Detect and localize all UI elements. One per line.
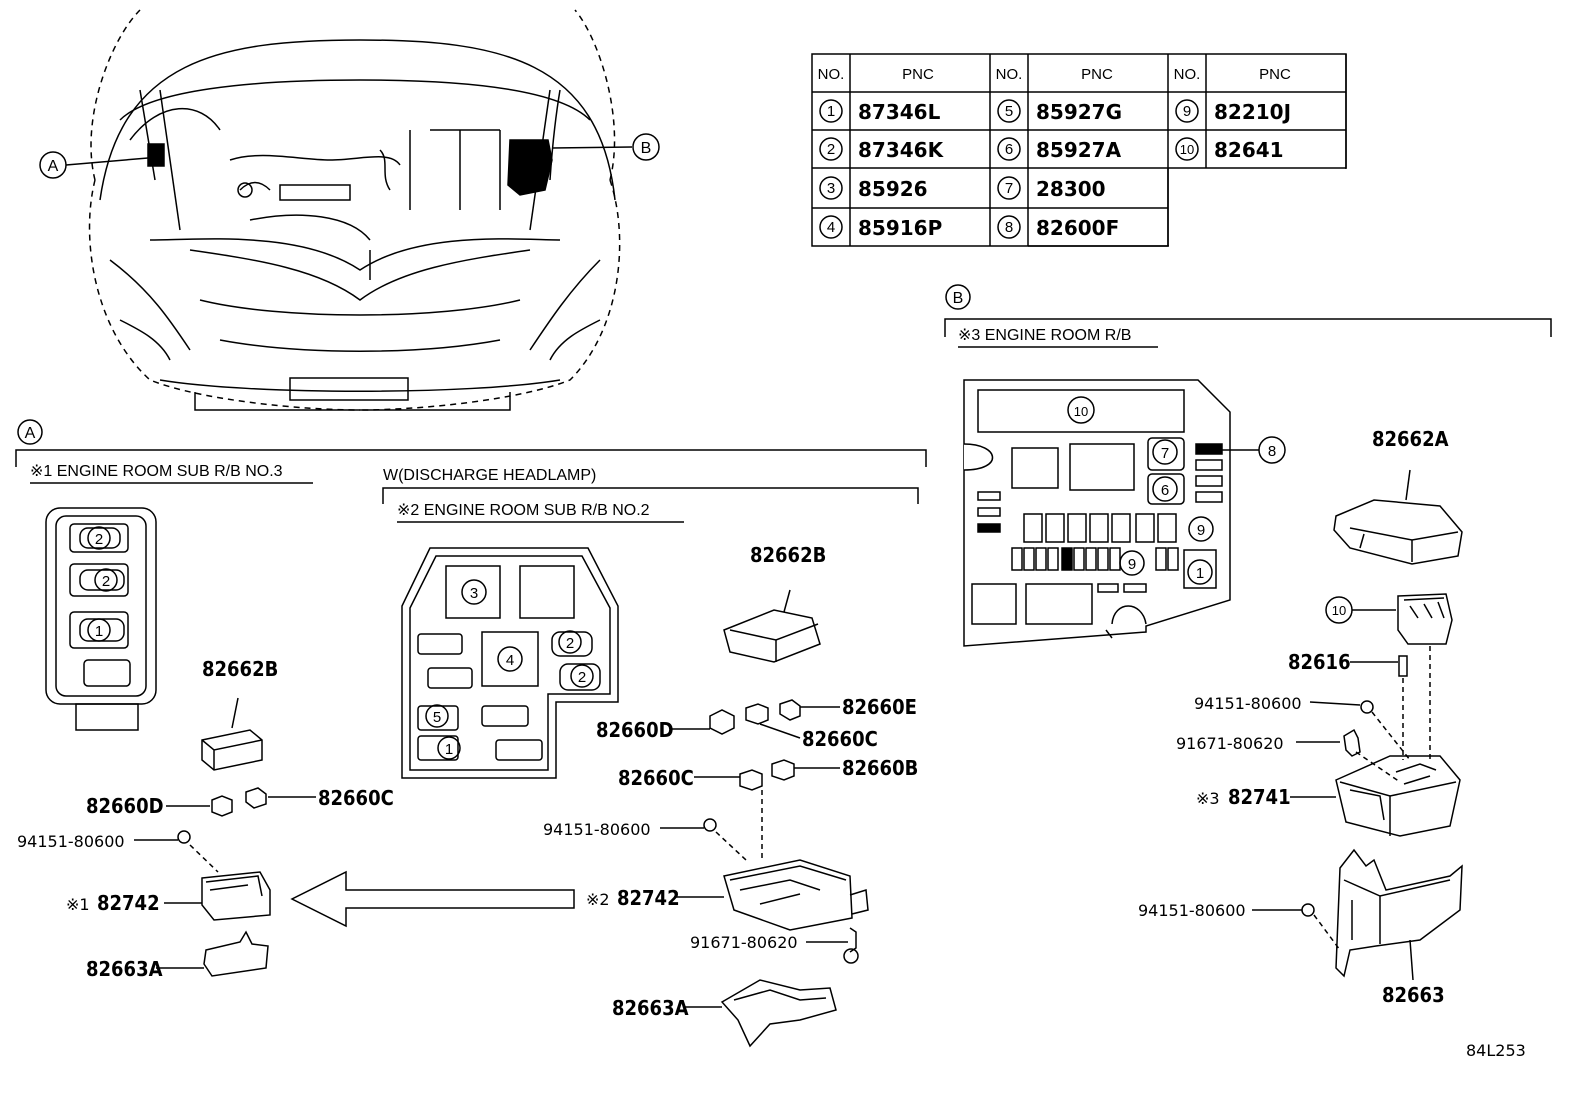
part-label-94151-80600: 94151-80600 (543, 820, 651, 839)
box-number: 9 (1128, 556, 1136, 573)
table-row-no: 3 (827, 180, 835, 197)
callout-b-label: B (641, 140, 652, 157)
part-label-82660b: 82660B (842, 756, 918, 780)
box-number: 1 (445, 741, 453, 758)
box-number: 2 (578, 669, 586, 686)
relay-block-b (507, 139, 553, 196)
part-label-82660d: 82660D (86, 794, 164, 818)
table-row-pnc: 87346L (858, 100, 941, 124)
section-title-sub-rb-no3: ※1 ENGINE ROOM SUB R/B NO.3 (30, 463, 283, 480)
section-title-engine-room-rb: ※3 ENGINE ROOM R/B (958, 327, 1131, 344)
table-row-pnc: 85927G (1036, 100, 1122, 124)
table-row-pnc: 85916P (858, 216, 942, 240)
section-title-discharge-headlamp: W(DISCHARGE HEADLAMP) (383, 467, 596, 484)
table-row-pnc: 87346K (858, 138, 945, 162)
part-label-82662b: 82662B (750, 543, 826, 567)
table-row-no: 4 (827, 219, 835, 236)
part-label-94151-80600: 94151-80600 (1194, 694, 1302, 713)
box-number: 1 (95, 623, 103, 640)
part-label-82660c: 82660C (318, 786, 394, 810)
table-row-no: 5 (1005, 103, 1013, 120)
part-label-82660c: 82660C (618, 766, 694, 790)
callout-a-label: A (48, 158, 59, 175)
callout-a-circle (39, 151, 67, 179)
box-number: 2 (566, 635, 574, 652)
table-row-no: 1 (827, 103, 835, 120)
part-label-82663: 82663 (1382, 983, 1445, 1007)
box-number: 10 (1332, 603, 1346, 618)
table-header-pnc-1: PNC (902, 66, 934, 83)
table-row-pnc: 85927A (1036, 138, 1122, 162)
part-label-82663a: 82663A (612, 996, 689, 1020)
part-mark-1: ※1 (66, 895, 90, 914)
relay-block-a (147, 143, 165, 167)
part-label-94151-80600: 94151-80600 (17, 832, 125, 851)
part-mark-3: ※3 (1196, 789, 1220, 808)
table-row-pnc: 85926 (858, 177, 928, 201)
box-number: 6 (1161, 482, 1169, 499)
part-label-94151-80600: 94151-80600 (1138, 901, 1246, 920)
table-row-no: 2 (827, 141, 835, 158)
part-label-82660e: 82660E (842, 695, 917, 719)
box-number: 1 (1196, 565, 1204, 582)
box-number: 4 (506, 652, 514, 669)
box-number: 2 (95, 531, 103, 548)
part-mark-2: ※2 (586, 890, 610, 909)
section-a-marker: A (25, 425, 36, 442)
table-header-pnc-2: PNC (1081, 66, 1113, 83)
box-number: 8 (1268, 443, 1276, 460)
section-title-sub-rb-no2: ※2 ENGINE ROOM SUB R/B NO.2 (397, 502, 650, 519)
figure-code: 84L253 (1466, 1041, 1526, 1060)
table-row-no: 7 (1005, 180, 1013, 197)
table-row-pnc: 82600F (1036, 216, 1119, 240)
table-header-pnc-3: PNC (1259, 66, 1291, 83)
box-number: 5 (433, 709, 441, 726)
table-header-no-3: NO. (1174, 66, 1201, 83)
table-row-no: 8 (1005, 219, 1013, 236)
section-b-marker: B (953, 290, 964, 307)
table-row-no: 6 (1005, 141, 1013, 158)
part-label-91671-80620: 91671-80620 (690, 933, 798, 952)
part-label-82663a: 82663A (86, 957, 163, 981)
table-row-pnc: 82641 (1214, 138, 1284, 162)
part-label-91671-80620: 91671-80620 (1176, 734, 1284, 753)
table-header-no-1: NO. (818, 66, 845, 83)
part-label-82662b: 82662B (202, 657, 278, 681)
callout-b-circle (632, 133, 660, 161)
box-number: 9 (1197, 522, 1205, 539)
table-row-no: 9 (1183, 103, 1191, 120)
table-header-no-2: NO. (996, 66, 1023, 83)
box-number: 3 (470, 585, 478, 602)
box-number: 10 (1074, 404, 1088, 419)
box-number: 2 (102, 573, 110, 590)
part-label-82741: 82741 (1228, 785, 1291, 809)
box-number: 7 (1161, 445, 1169, 462)
part-label-82660d: 82660D (596, 718, 674, 742)
part-label-82660c: 82660C (802, 727, 878, 751)
part-label-82742: 82742 (617, 886, 680, 910)
part-label-82616: 82616 (1288, 650, 1351, 674)
table-row-pnc: 28300 (1036, 177, 1106, 201)
part-label-82742: 82742 (97, 891, 160, 915)
part-label-82662a: 82662A (1372, 427, 1449, 451)
table-row-pnc: 82210J (1214, 100, 1291, 124)
table-row-no: 10 (1180, 142, 1194, 157)
car-front-illustration (88, 9, 621, 411)
